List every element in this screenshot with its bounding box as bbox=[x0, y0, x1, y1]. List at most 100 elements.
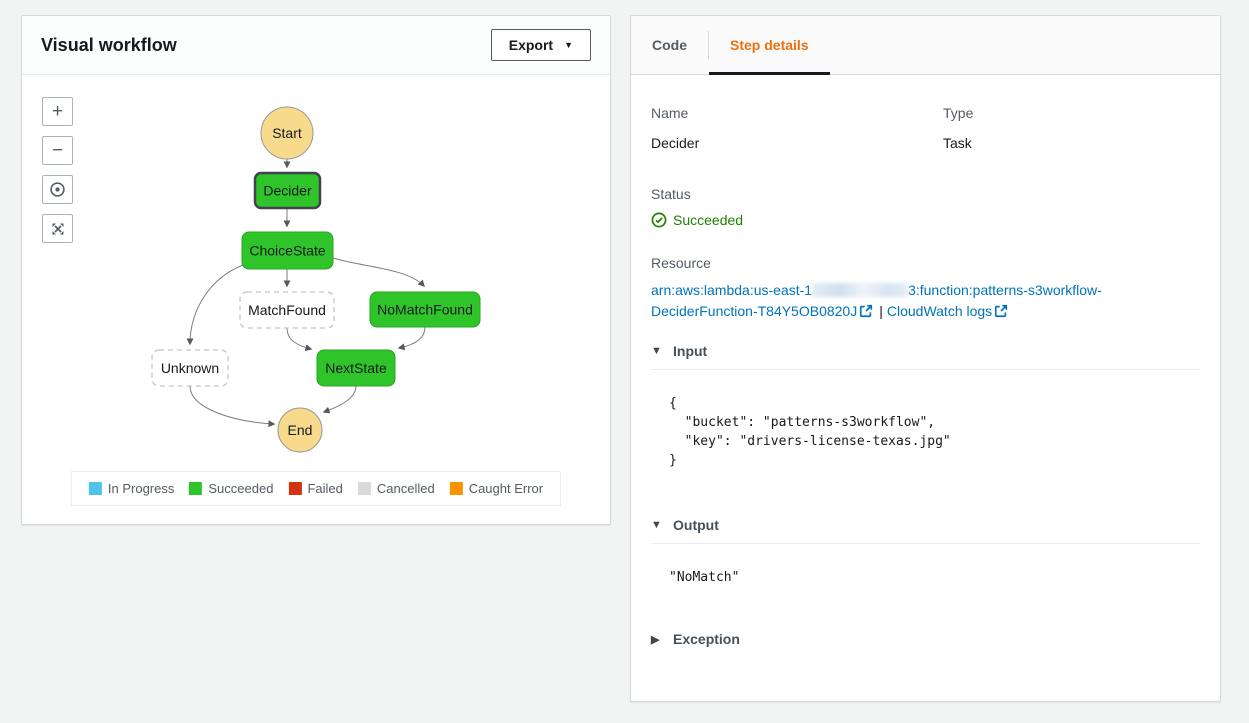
exception-section-title: Exception bbox=[673, 631, 740, 647]
status-value: Succeeded bbox=[673, 212, 744, 228]
legend-label: Failed bbox=[307, 481, 343, 496]
succeeded-swatch-icon bbox=[189, 482, 203, 495]
workflow-header: Visual workflow Export ▼ bbox=[22, 16, 610, 75]
output-section: ▼ Output "NoMatch" bbox=[651, 517, 1200, 587]
status-label: Status bbox=[651, 186, 691, 202]
zoom-in-button[interactable]: + bbox=[42, 97, 73, 126]
node-nextstate[interactable]: NextState bbox=[316, 349, 396, 387]
legend-item-failed: Failed bbox=[288, 481, 343, 496]
input-json: { "bucket": "patterns-s3workflow", "key"… bbox=[669, 396, 951, 468]
node-choicestate[interactable]: ChoiceState bbox=[241, 231, 334, 270]
caret-down-icon: ▼ bbox=[651, 519, 662, 531]
node-start[interactable]: Start bbox=[260, 106, 314, 160]
legend-item-cancelled: Cancelled bbox=[357, 481, 435, 496]
zoom-out-button[interactable]: − bbox=[42, 136, 73, 165]
center-graph-button[interactable] bbox=[42, 175, 73, 204]
cloudwatch-logs-link[interactable]: CloudWatch logs bbox=[887, 303, 1010, 319]
workflow-title: Visual workflow bbox=[41, 34, 177, 55]
name-type-grid: Name Type Decider Task bbox=[651, 105, 1200, 151]
edge-nextstate-end bbox=[322, 385, 357, 414]
legend-item-caught-error: Caught Error bbox=[449, 481, 544, 496]
export-button[interactable]: Export ▼ bbox=[490, 29, 591, 61]
edge-matchfound-nextstate bbox=[286, 327, 313, 352]
step-details-content: Name Type Decider Task Status Succeeded … bbox=[631, 75, 1220, 647]
tab-code[interactable]: Code bbox=[652, 37, 687, 53]
node-decider[interactable]: Decider bbox=[253, 171, 322, 210]
legend-label: Succeeded bbox=[208, 481, 274, 496]
zoom-in-icon: + bbox=[51, 101, 64, 122]
node-matchfound-label: MatchFound bbox=[248, 302, 326, 318]
details-tabbar: Code Step details bbox=[631, 16, 1220, 75]
arn-suffix: 3:function:patterns-s3workflow- bbox=[908, 282, 1102, 298]
exception-section: ▶ Exception bbox=[651, 631, 1200, 647]
node-nextstate-label: NextState bbox=[325, 360, 387, 376]
lambda-arn-link-continued[interactable]: DeciderFunction-T84Y5OB0820J bbox=[651, 303, 875, 319]
arn-line2-text: DeciderFunction-T84Y5OB0820J bbox=[651, 303, 858, 319]
chevron-down-icon: ▼ bbox=[564, 40, 573, 50]
workflow-graph-svg: Start Decider ChoiceState MatchFound NoM… bbox=[151, 106, 481, 453]
status-block: Status Succeeded bbox=[651, 186, 1200, 228]
edge-nomatchfound-nextstate bbox=[397, 326, 426, 351]
arn-prefix: arn:aws:lambda:us-east-1 bbox=[651, 282, 813, 298]
visual-workflow-panel: Visual workflow Export ▼ + − bbox=[21, 15, 611, 525]
exception-section-header[interactable]: ▶ Exception bbox=[651, 631, 1200, 647]
section-divider bbox=[651, 543, 1200, 544]
edge-choicestate-unknown bbox=[186, 264, 244, 346]
fit-view-icon bbox=[52, 223, 63, 234]
tab-divider bbox=[708, 31, 709, 59]
output-section-header[interactable]: ▼ Output bbox=[651, 517, 1200, 533]
type-value: Task bbox=[943, 135, 972, 151]
status-badge: Succeeded bbox=[651, 212, 1200, 228]
legend-label: In Progress bbox=[107, 481, 175, 496]
fit-view-button[interactable] bbox=[42, 214, 73, 243]
zoom-out-icon: − bbox=[51, 140, 64, 161]
link-separator: | bbox=[879, 303, 883, 319]
failed-swatch-icon bbox=[288, 482, 302, 495]
workflow-graph-canvas[interactable]: + − bbox=[22, 75, 610, 524]
edge-unknown-end bbox=[189, 385, 276, 428]
edge-choicestate-nomatchfound bbox=[332, 257, 425, 288]
section-divider bbox=[651, 369, 1200, 370]
caught-error-swatch-icon bbox=[449, 482, 463, 495]
node-nomatchfound[interactable]: NoMatchFound bbox=[369, 291, 481, 328]
tab-step-details[interactable]: Step details bbox=[709, 16, 830, 75]
name-label: Name bbox=[651, 105, 689, 121]
input-section-title: Input bbox=[673, 343, 708, 359]
caret-down-icon: ▼ bbox=[651, 345, 662, 357]
center-graph-icon bbox=[50, 182, 65, 197]
step-details-panel: Code Step details Name Type Decider Task… bbox=[630, 15, 1221, 702]
export-label: Export bbox=[508, 37, 554, 53]
redacted-account-id bbox=[812, 283, 909, 297]
node-unknown-label: Unknown bbox=[161, 360, 219, 376]
node-matchfound[interactable]: MatchFound bbox=[239, 291, 335, 329]
node-decider-label: Decider bbox=[263, 183, 312, 199]
name-value: Decider bbox=[651, 135, 700, 151]
node-unknown[interactable]: Unknown bbox=[151, 349, 229, 387]
resource-block: Resource arn:aws:lambda:us-east-1 3:funct… bbox=[651, 255, 1200, 322]
resource-arn-line1: arn:aws:lambda:us-east-1 3:function:patte… bbox=[651, 280, 1200, 301]
in-progress-swatch-icon bbox=[88, 482, 102, 495]
node-end-label: End bbox=[288, 422, 313, 438]
resource-label: Resource bbox=[651, 255, 711, 271]
node-end[interactable]: End bbox=[277, 407, 323, 453]
legend-label: Caught Error bbox=[468, 481, 544, 496]
node-nomatchfound-label: NoMatchFound bbox=[377, 302, 473, 318]
resource-arn-line2: DeciderFunction-T84Y5OB0820J |CloudWatch… bbox=[651, 301, 1200, 322]
legend-item-in-progress: In Progress bbox=[88, 481, 175, 496]
input-section: ▼ Input { "bucket": "patterns-s3workflow… bbox=[651, 343, 1200, 470]
cancelled-swatch-icon bbox=[357, 482, 371, 495]
external-link-icon bbox=[860, 304, 873, 318]
caret-right-icon: ▶ bbox=[651, 633, 660, 646]
check-circle-icon bbox=[651, 212, 667, 228]
legend-item-succeeded: Succeeded bbox=[189, 481, 273, 496]
lambda-arn-link[interactable]: arn:aws:lambda:us-east-1 3:function:patte… bbox=[651, 282, 1102, 298]
output-json: "NoMatch" bbox=[669, 570, 740, 585]
node-start-label: Start bbox=[272, 125, 302, 141]
input-section-header[interactable]: ▼ Input bbox=[651, 343, 1200, 359]
graph-zoom-controls: + − bbox=[42, 97, 73, 243]
type-label: Type bbox=[943, 105, 974, 121]
output-section-title: Output bbox=[673, 517, 719, 533]
cloudwatch-logs-label: CloudWatch logs bbox=[886, 303, 993, 319]
status-legend: In Progress Succeeded Failed Cancelled C… bbox=[70, 471, 562, 506]
